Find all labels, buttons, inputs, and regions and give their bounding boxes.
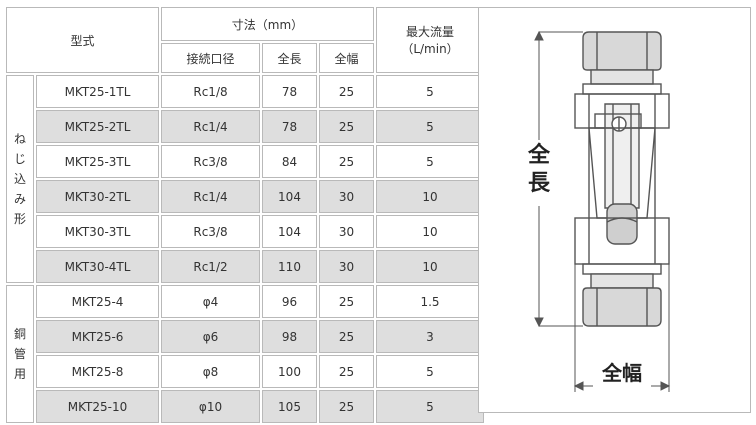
model-cell: MKT25-1TL xyxy=(36,75,159,108)
width-cell: 25 xyxy=(319,110,374,143)
group-label: ねじ込み形 xyxy=(6,75,34,283)
model-cell: MKT25-3TL xyxy=(36,145,159,178)
header-model: 型式 xyxy=(6,7,159,73)
length-cell: 100 xyxy=(262,355,317,388)
length-cell: 105 xyxy=(262,390,317,423)
width-cell: 25 xyxy=(319,390,374,423)
port-cell: Rc3/8 xyxy=(161,215,260,248)
port-cell: φ4 xyxy=(161,285,260,318)
port-cell: Rc1/2 xyxy=(161,250,260,283)
model-cell: MKT25-6 xyxy=(36,320,159,353)
model-cell: MKT25-2TL xyxy=(36,110,159,143)
length-cell: 78 xyxy=(262,75,317,108)
group-label-char: ね xyxy=(13,132,26,146)
length-cell: 78 xyxy=(262,110,317,143)
model-cell: MKT30-4TL xyxy=(36,250,159,283)
model-cell: MKT30-2TL xyxy=(36,180,159,213)
flow-cell: 10 xyxy=(376,215,484,248)
header-port: 接続口径 xyxy=(161,43,260,73)
length-label-char-1: 全 xyxy=(527,142,551,168)
length-cell: 84 xyxy=(262,145,317,178)
flow-cell: 3 xyxy=(376,320,484,353)
header-width: 全幅 xyxy=(319,43,374,73)
group-label-char: 管 xyxy=(13,347,26,361)
width-cell: 25 xyxy=(319,355,374,388)
width-label: 全幅 xyxy=(601,361,642,385)
port-cell: Rc3/8 xyxy=(161,145,260,178)
port-cell: Rc1/8 xyxy=(161,75,260,108)
flow-cell: 10 xyxy=(376,250,484,283)
width-cell: 30 xyxy=(319,250,374,283)
port-cell: Rc1/4 xyxy=(161,110,260,143)
flow-cell: 5 xyxy=(376,75,484,108)
flow-cell: 5 xyxy=(376,145,484,178)
port-cell: Rc1/4 xyxy=(161,180,260,213)
width-cell: 25 xyxy=(319,285,374,318)
length-cell: 96 xyxy=(262,285,317,318)
port-cell: φ10 xyxy=(161,390,260,423)
group-label-char: 用 xyxy=(13,367,26,381)
flow-cell: 5 xyxy=(376,390,484,423)
length-cell: 98 xyxy=(262,320,317,353)
flow-cell: 5 xyxy=(376,355,484,388)
header-max-flow-unit: （L/min） xyxy=(401,42,459,56)
length-cell: 104 xyxy=(262,180,317,213)
flowmeter-drawing: 全 長 全幅 xyxy=(523,30,671,392)
header-length: 全長 xyxy=(262,43,317,73)
group-label-char: 込 xyxy=(13,172,26,186)
port-cell: φ6 xyxy=(161,320,260,353)
subheader-row: 接続口径 全長 全幅 xyxy=(6,43,484,73)
group-label-char: じ xyxy=(13,152,26,166)
product-diagram: 全 長 全幅 xyxy=(478,7,751,413)
port-cell: φ8 xyxy=(161,355,260,388)
header-max-flow: 最大流量 （L/min） xyxy=(376,7,484,73)
width-cell: 25 xyxy=(319,145,374,178)
model-cell: MKT25-8 xyxy=(36,355,159,388)
length-cell: 104 xyxy=(262,215,317,248)
header-max-flow-label: 最大流量 xyxy=(405,25,454,39)
group-label-char: 銅 xyxy=(13,327,26,341)
width-cell: 30 xyxy=(319,180,374,213)
header-row: 型式 寸法（mm） 最大流量 （L/min） xyxy=(6,7,484,73)
flow-cell: 10 xyxy=(376,180,484,213)
width-cell: 25 xyxy=(319,320,374,353)
flow-cell: 5 xyxy=(376,110,484,143)
width-cell: 30 xyxy=(319,215,374,248)
length-label-char-2: 長 xyxy=(528,171,551,196)
group-label-char: み xyxy=(13,192,26,206)
group-label: 銅管用 xyxy=(6,285,34,423)
group-label-char: 形 xyxy=(13,212,26,226)
model-cell: MKT25-4 xyxy=(36,285,159,318)
model-cell: MKT25-10 xyxy=(36,390,159,423)
header-dimensions: 寸法（mm） xyxy=(161,7,374,41)
flow-cell: 1.5 xyxy=(376,285,484,318)
width-cell: 25 xyxy=(319,75,374,108)
length-cell: 110 xyxy=(262,250,317,283)
model-cell: MKT30-3TL xyxy=(36,215,159,248)
